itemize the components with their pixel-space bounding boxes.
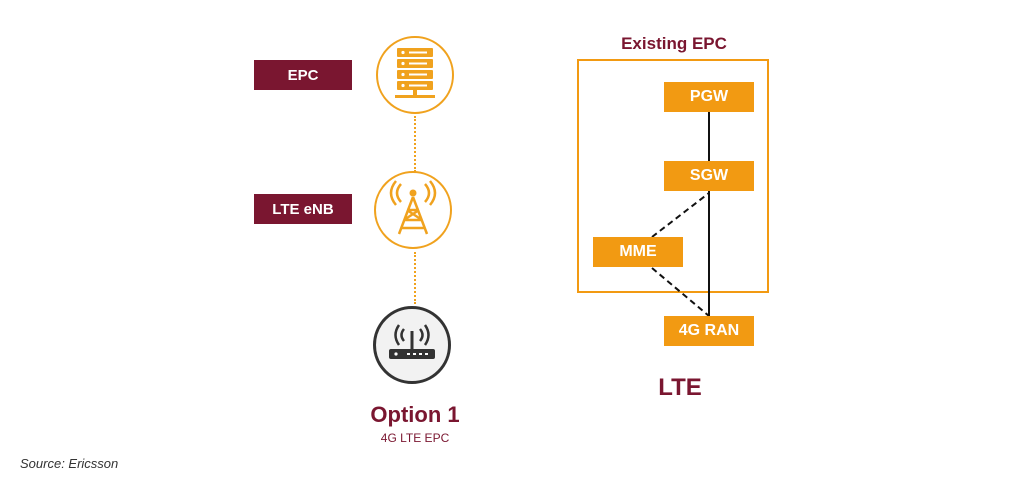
cell-tower-icon	[386, 179, 440, 241]
existing-epc-box	[577, 59, 769, 293]
router-icon	[387, 323, 437, 368]
option-subtitle: 4G LTE EPC	[380, 431, 450, 445]
mme-ran-link	[651, 267, 710, 317]
sgw-node: SGW	[664, 161, 754, 191]
enb-tower-circle	[374, 171, 452, 249]
option-title: Option 1	[370, 402, 460, 427]
epc-label: EPC	[254, 60, 352, 90]
lte-enb-label: LTE eNB	[254, 194, 352, 224]
pgw-node: PGW	[664, 82, 754, 112]
epc-enb-connector	[414, 116, 416, 172]
enb-device-connector	[414, 252, 416, 304]
existing-epc-title: Existing EPC	[621, 34, 727, 53]
mme-sgw-link	[651, 192, 710, 238]
mme-node: MME	[593, 237, 683, 267]
lte-footer: LTE	[658, 374, 702, 401]
server-icon	[391, 46, 439, 105]
epc-server-circle	[376, 36, 454, 114]
source-caption: Source: Ericsson	[20, 456, 119, 471]
device-circle	[373, 306, 451, 384]
ran-node: 4G RAN	[664, 316, 754, 346]
